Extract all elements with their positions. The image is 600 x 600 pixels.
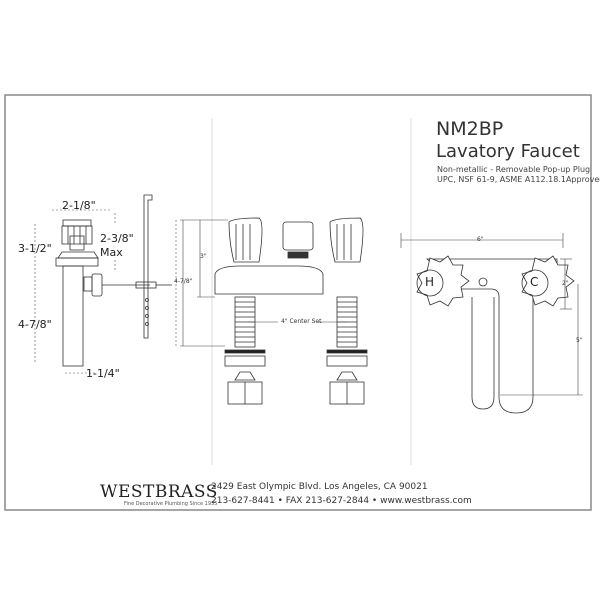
spec-line-2: UPC, NSF 61-9, ASME A112.18.1Approved — [437, 175, 600, 184]
model-number: NM2BP — [436, 118, 504, 140]
dim-handle-depth: 2" — [562, 280, 569, 287]
top-dimension-lines — [400, 233, 583, 396]
faucet-top-drawing — [416, 255, 575, 414]
hot-label: H — [425, 275, 435, 289]
dim-width: 6" — [477, 236, 484, 243]
dim-handle-height: 3" — [200, 253, 207, 260]
dim-drain-lower: 4-7/8" — [18, 318, 52, 331]
brand-tagline: Fine Decorative Plumbing Since 1935 — [124, 501, 218, 507]
dim-center-set: 4" Center Set — [281, 318, 322, 325]
company-address: 2429 East Olympic Blvd. Los Angeles, CA … — [211, 482, 428, 492]
spec-line-1: Non-metallic - Removable Pop-up Plug — [437, 165, 591, 174]
product-name: Lavatory Faucet — [436, 141, 580, 162]
dim-spout-reach: 5" — [576, 337, 583, 344]
faucet-front-drawing — [214, 217, 368, 405]
popup-drain-drawing — [55, 194, 172, 367]
brand-logo: WESTBRASS — [100, 482, 218, 502]
dim-drain-upper: 3-1/2" — [18, 242, 52, 255]
front-dimension-lines — [180, 219, 347, 347]
company-contact: 213-627-8441 • FAX 213-627-2844 • www.we… — [211, 496, 472, 506]
dim-max-value: 2-3/8" — [100, 232, 134, 245]
popup-dimension-lines — [34, 209, 177, 374]
dim-drain-width: 2-1/8" — [62, 199, 96, 212]
dim-overall-height: 4-7/8" — [174, 278, 193, 285]
cold-label: C — [530, 275, 539, 289]
dim-max-label: Max — [100, 246, 123, 259]
dim-pipe-diameter: 1-1/4" — [86, 367, 120, 380]
